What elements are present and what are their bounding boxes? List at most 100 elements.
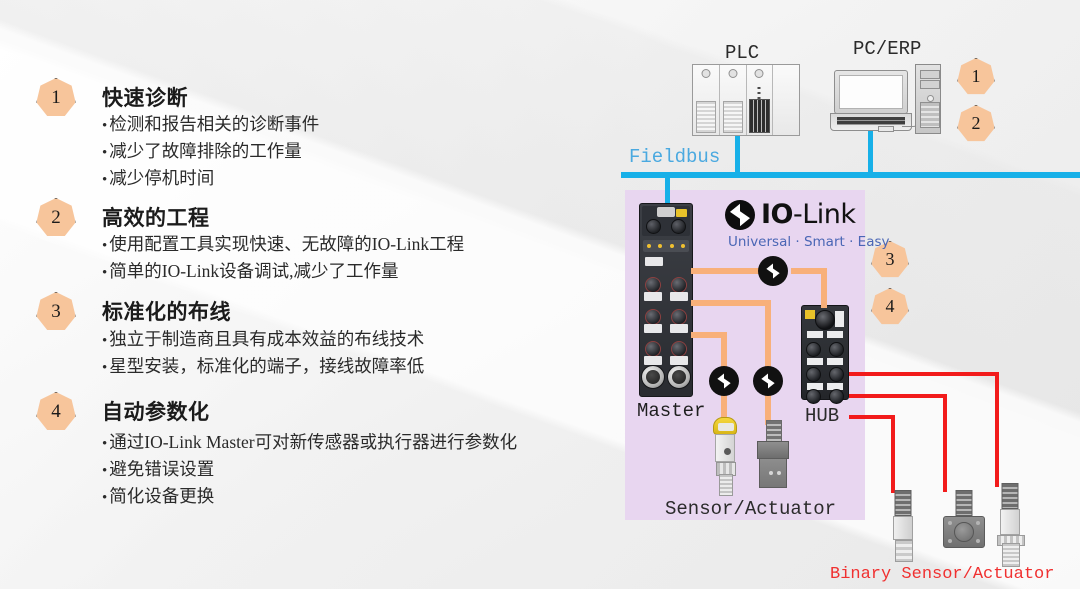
laptop-screen — [839, 75, 903, 109]
binary-sensor-device — [891, 490, 915, 562]
master-connector — [646, 219, 661, 234]
binary-sensor-actuator-label: Binary Sensor/Actuator — [830, 565, 1055, 584]
bullet: 简化设备更换 — [102, 484, 517, 511]
binary-cable — [849, 415, 895, 419]
sensor-mount — [895, 540, 913, 562]
plc-slot — [693, 65, 720, 135]
binary-cable — [849, 372, 999, 376]
plc-slot — [719, 65, 747, 135]
screw-icon — [948, 521, 952, 525]
hub-port-row — [802, 364, 848, 385]
screw-icon — [976, 521, 980, 525]
power-connector — [641, 365, 665, 389]
plc-terminal-block — [722, 101, 743, 133]
sensor-display-cap — [713, 417, 737, 435]
actuator-body — [943, 516, 985, 548]
benefit-title: 标准化的布线 — [102, 300, 231, 324]
iolink-hub-device — [801, 305, 849, 404]
sensor-plug — [894, 490, 912, 516]
screw-icon — [976, 539, 980, 543]
hub-yellow-marker — [805, 310, 815, 319]
master-power-connectors — [640, 362, 692, 392]
iolink-actuator-device — [757, 420, 789, 488]
fieldbus-drop-master — [665, 176, 670, 208]
hub-label-strip — [835, 311, 844, 327]
binary-cable — [995, 372, 999, 487]
master-status-leds — [643, 240, 689, 252]
benefit-badge-3: 3 — [36, 292, 76, 330]
tower-vent — [920, 102, 940, 128]
master-port-label — [644, 324, 662, 333]
benefits-list: 1 快速诊断 检测和报告相关的诊断事件 减少了故障排除的工作量 减少停机时间 2… — [0, 0, 625, 589]
iolink-cable — [791, 268, 827, 274]
power-connector — [667, 365, 691, 389]
callout-number: 1 — [971, 66, 981, 86]
benefit-badge-1: 1 — [36, 78, 76, 116]
benefit-badge-number: 4 — [51, 400, 61, 422]
laptop-lid — [834, 70, 908, 114]
sensor-body — [715, 434, 735, 462]
iolink-cable — [691, 268, 773, 274]
pc-tower-device — [915, 64, 941, 134]
iolink-wordmark: IO-Link — [761, 199, 856, 230]
sensor-thread — [719, 474, 733, 496]
actuator-body — [759, 458, 787, 488]
iolink-architecture-diagram: Fieldbus PLC PC/ERP 1 2 3 4 — [621, 0, 1080, 589]
fieldbus-drop-plc — [735, 134, 740, 174]
callout-badge-1: 1 — [957, 58, 995, 95]
iolink-sensor-device — [713, 417, 737, 496]
master-port-label — [670, 324, 688, 333]
fieldbus-label: Fieldbus — [629, 146, 721, 168]
sensor-actuator-label: Sensor/Actuator — [665, 498, 837, 520]
screw-icon — [701, 69, 711, 78]
iolink-tagline: Universal · Smart · Easy — [728, 234, 890, 250]
tower-drive-bay — [920, 80, 940, 89]
iolink-logo-icon — [725, 200, 755, 230]
brand-name-bold: IO — [761, 199, 794, 230]
iolink-connector-icon — [758, 256, 788, 286]
callout-number: 2 — [971, 113, 981, 133]
benefit-bullets: 使用配置工具实现快速、无故障的IO-Link工程 简单的IO-Link设备调试,… — [102, 232, 464, 286]
callout-badge-2: 2 — [957, 105, 995, 142]
m12-port — [645, 309, 661, 325]
plc-io-connector — [748, 99, 771, 133]
hub-port-row — [802, 386, 848, 407]
m12-port — [671, 277, 687, 293]
master-label: Master — [637, 400, 706, 422]
fieldbus-bus-line — [621, 172, 1080, 178]
benefit-badge-number: 3 — [51, 300, 61, 322]
bullet: 使用配置工具实现快速、无故障的IO-Link工程 — [102, 232, 464, 259]
hub-label: HUB — [805, 405, 840, 427]
m12-port — [671, 341, 687, 357]
led-icon — [669, 244, 674, 248]
hub-port-row — [802, 339, 848, 360]
m12-port — [829, 389, 844, 404]
iolink-cable — [765, 300, 771, 425]
benefit-badge-number: 2 — [51, 206, 61, 228]
lens-icon — [954, 522, 974, 542]
bullet: 避免错误设置 — [102, 457, 517, 484]
benefit-bullets: 独立于制造商且具有成本效益的布线技术 星型安装，标准化的端子，接线故障率低 — [102, 327, 424, 381]
indicator-icon — [769, 471, 773, 475]
binary-proximity-sensor-device — [997, 483, 1025, 567]
hub-port-label — [807, 331, 823, 338]
benefit-title: 高效的工程 — [102, 206, 210, 230]
screw-icon — [728, 69, 738, 78]
hub-port-label — [807, 358, 823, 365]
bullet: 独立于制造商且具有成本效益的布线技术 — [102, 327, 424, 354]
iolink-cable — [691, 332, 727, 338]
plc-label: PLC — [725, 42, 760, 64]
bullet: 星型安装，标准化的端子，接线故障率低 — [102, 354, 424, 381]
hub-port-label — [827, 358, 843, 365]
m12-port — [829, 342, 844, 357]
plc-status-dots — [757, 87, 761, 101]
bullet: 简单的IO-Link设备调试,减少了工作量 — [102, 259, 464, 286]
led-icon — [646, 244, 651, 248]
sensor-plug — [955, 490, 973, 516]
master-port-label — [644, 356, 662, 365]
benefit-title: 自动参数化 — [102, 400, 210, 424]
led-icon — [681, 244, 686, 248]
screw-icon — [754, 69, 764, 78]
sensor-button-icon — [724, 448, 731, 455]
plc-terminal-block — [696, 101, 716, 133]
